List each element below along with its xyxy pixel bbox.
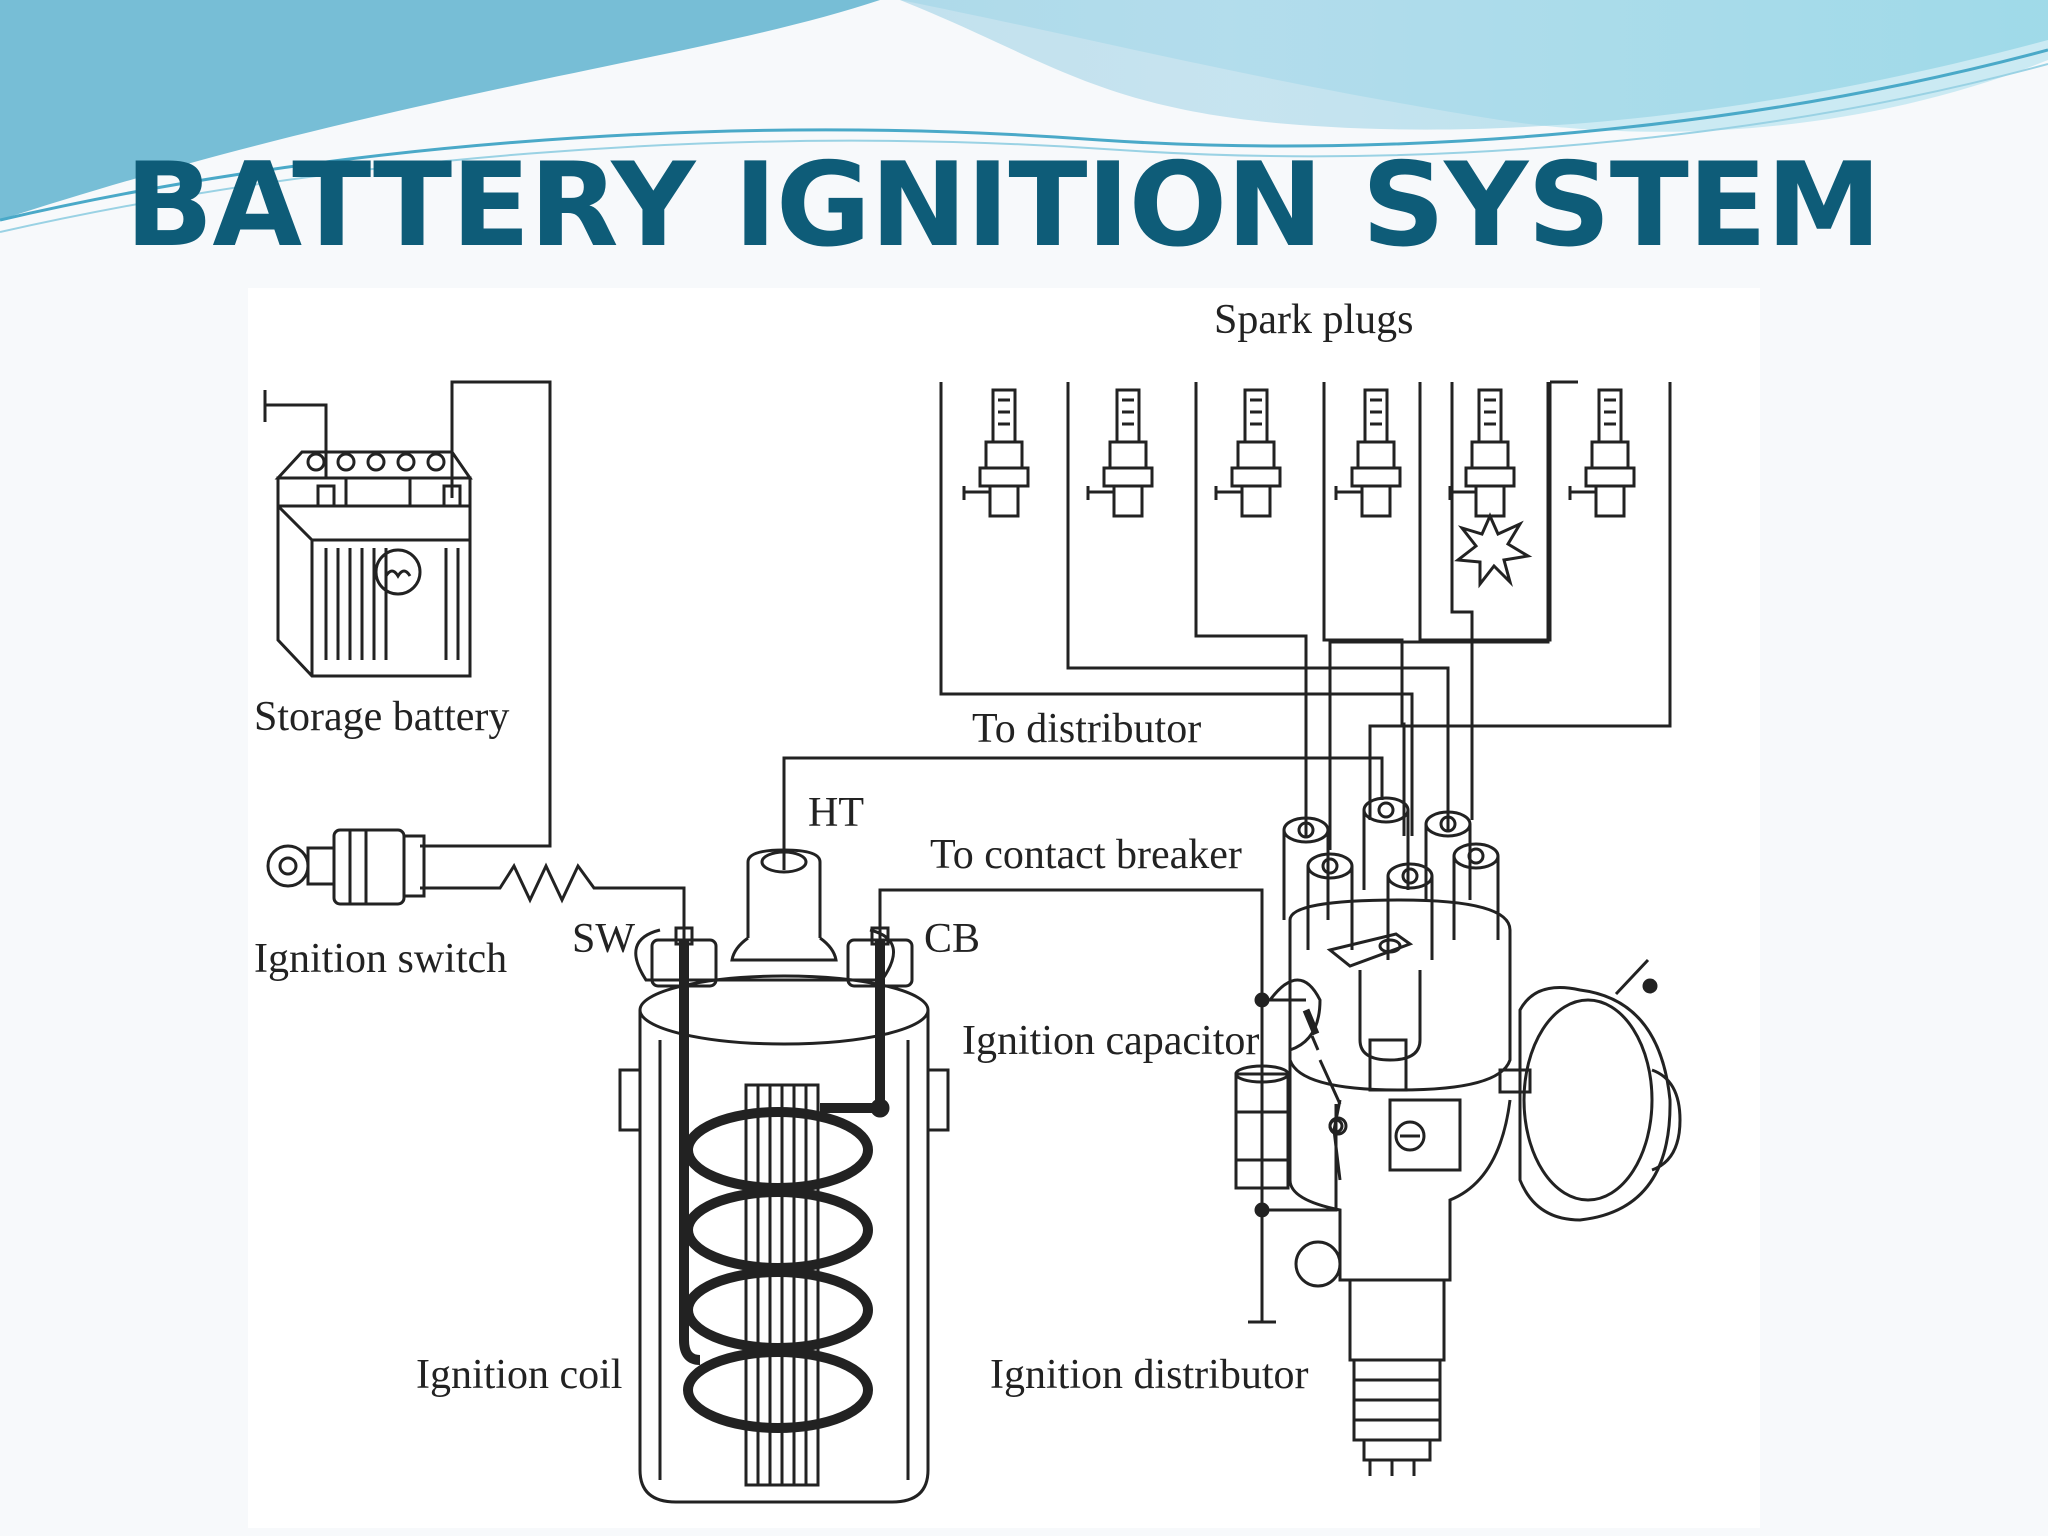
label-spark-plugs: Spark plugs bbox=[1214, 297, 1414, 343]
label-ht: HT bbox=[808, 790, 864, 836]
spark-burst-icon bbox=[1454, 512, 1533, 589]
label-ignition-distributor: Ignition distributor bbox=[990, 1352, 1309, 1398]
diagram-panel bbox=[248, 288, 1760, 1528]
spark-plug-4 bbox=[1334, 388, 1402, 518]
spark-plug-1 bbox=[962, 388, 1030, 518]
label-ignition-switch: Ignition switch bbox=[254, 936, 507, 982]
label-to-distributor: To distributor bbox=[972, 706, 1201, 752]
wiring bbox=[263, 380, 1672, 1324]
label-to-contact-breaker: To contact breaker bbox=[930, 832, 1242, 878]
spark-plug-5 bbox=[1448, 388, 1533, 589]
ignition-distributor bbox=[1268, 796, 1682, 1476]
label-storage-battery: Storage battery bbox=[254, 694, 509, 740]
label-cb: CB bbox=[924, 916, 980, 962]
spark-plug-6 bbox=[1568, 388, 1636, 518]
label-ignition-coil: Ignition coil bbox=[416, 1352, 622, 1398]
spark-plug-3 bbox=[1214, 388, 1282, 518]
ignition-coil bbox=[618, 848, 950, 1504]
slide-title: BATTERY IGNITION SYSTEM bbox=[125, 138, 1882, 273]
label-ignition-capacitor: Ignition capacitor bbox=[962, 1018, 1259, 1064]
ignition-switch bbox=[266, 828, 440, 906]
spark-plugs bbox=[962, 388, 1636, 589]
ignition-capacitor bbox=[1234, 992, 1344, 1218]
diagram-labels: Spark plugs Storage battery To distribut… bbox=[254, 297, 1414, 1398]
storage-battery bbox=[274, 450, 473, 678]
spark-plug-2 bbox=[1086, 388, 1154, 518]
label-sw: SW bbox=[572, 916, 635, 962]
